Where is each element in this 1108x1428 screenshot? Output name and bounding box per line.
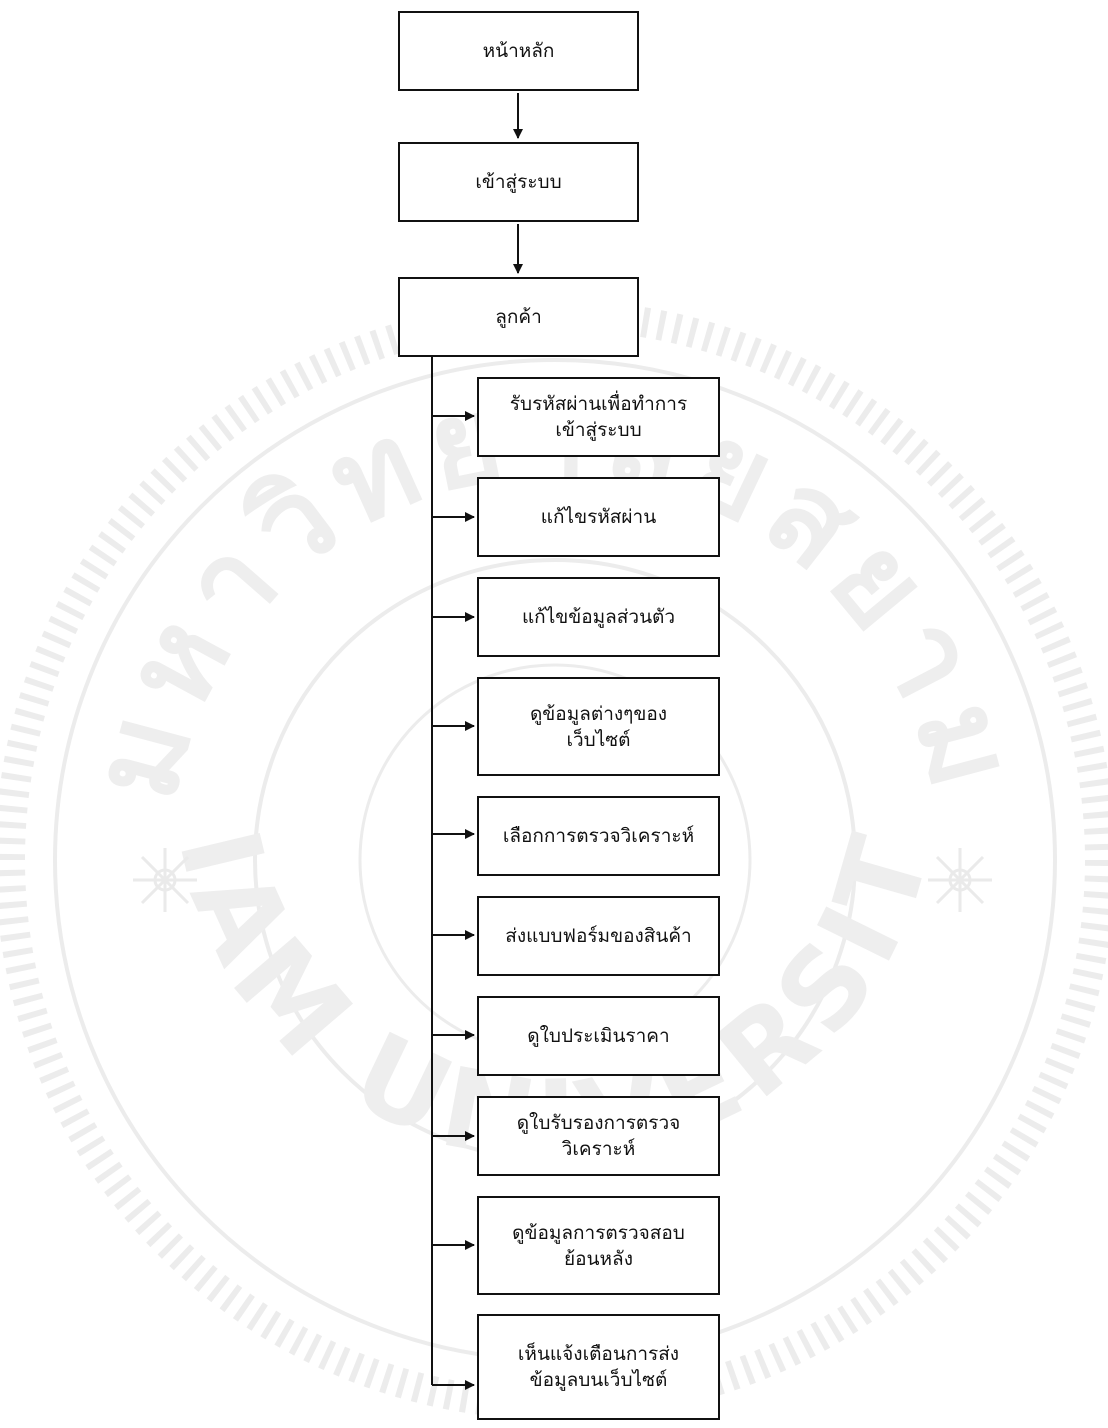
node-view-inspection-history: ดูข้อมูลการตรวจสอบ ย้อนหลัง — [477, 1196, 720, 1295]
node-home: หน้าหลัก — [398, 11, 639, 91]
node-login: เข้าสู่ระบบ — [398, 142, 639, 222]
node-view-website-info: ดูข้อมูลต่างๆของ เว็บไซต์ — [477, 677, 720, 776]
node-receive-password: รับรหัสผ่านเพื่อทำการ เข้าสู่ระบบ — [477, 377, 720, 457]
node-submit-product-form: ส่งแบบฟอร์มของสินค้า — [477, 896, 720, 976]
node-select-analysis: เลือกการตรวจวิเคราะห์ — [477, 796, 720, 876]
node-customer: ลูกค้า — [398, 277, 639, 357]
node-view-submission-notifications: เห็นแจ้งเตือนการส่ง ข้อมูลบนเว็บไซต์ — [477, 1314, 720, 1420]
node-view-quotation: ดูใบประเมินราคา — [477, 996, 720, 1076]
node-view-analysis-certificate: ดูใบรับรองการตรวจ วิเคราะห์ — [477, 1096, 720, 1176]
node-edit-personal-info: แก้ไขข้อมูลส่วนตัว — [477, 577, 720, 657]
node-edit-password: แก้ไขรหัสผ่าน — [477, 477, 720, 557]
